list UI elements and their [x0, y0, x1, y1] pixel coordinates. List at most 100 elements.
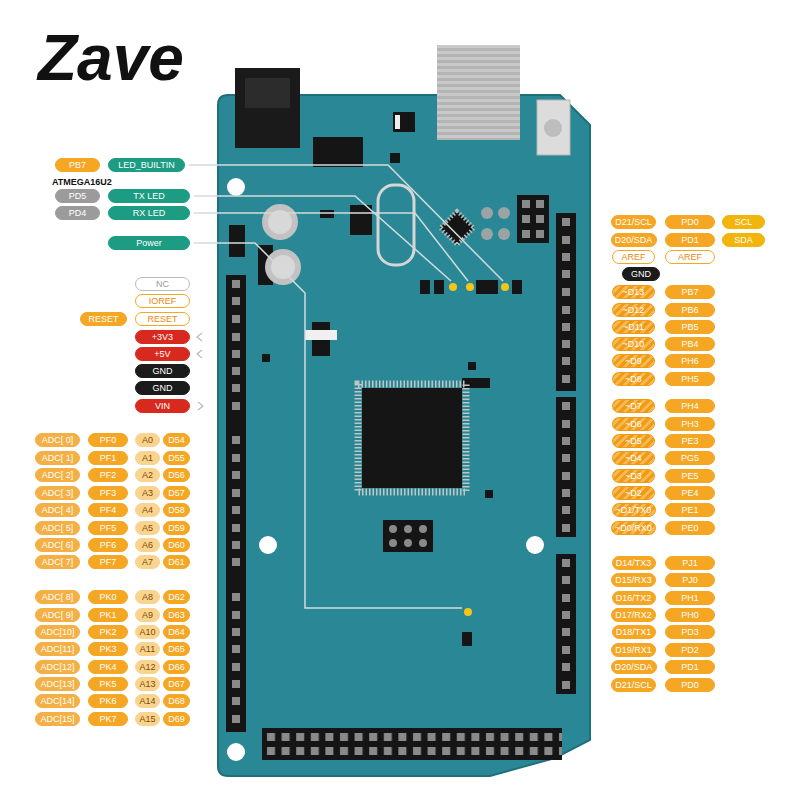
pin-label: PF5 — [88, 521, 128, 535]
pin-headers — [562, 628, 570, 636]
capacitors — [262, 204, 301, 285]
pin-label: A7 — [135, 555, 160, 569]
pin-text: D69 — [168, 713, 185, 725]
status-leds — [449, 283, 509, 616]
pin-text: PD3 — [681, 626, 699, 638]
pin-text: ADC[11] — [41, 643, 74, 655]
pin-label: D59 — [163, 521, 190, 535]
capacitors — [265, 249, 301, 285]
chip-label: ATMEGA16U2 — [52, 176, 112, 188]
pin-label: D64 — [163, 625, 190, 639]
pin-text: D20/SDA — [615, 661, 653, 673]
reset-button — [537, 100, 570, 155]
mounting-holes — [227, 743, 245, 761]
pin-text: PD5 — [69, 190, 87, 202]
smd-parts — [434, 280, 444, 294]
pin-text: PH5 — [681, 373, 699, 385]
pin-text: ADC[ 2] — [42, 469, 74, 481]
capacitors — [271, 255, 295, 279]
pin-headers — [562, 218, 570, 226]
pin-label: PB5 — [665, 320, 715, 334]
pin-label: D16/TX2 — [612, 591, 656, 605]
smd-parts — [229, 225, 245, 257]
pin-text: GND — [153, 382, 173, 394]
usb-connector — [437, 45, 520, 140]
pin-label: PK6 — [88, 694, 128, 708]
pin-label: ADC[ 4] — [35, 503, 80, 517]
pin-text: PK4 — [99, 661, 116, 673]
smd-parts — [320, 210, 334, 218]
pin-label: ADC[10] — [35, 625, 80, 639]
pin-label: ~D9 — [612, 354, 655, 368]
leader-lines — [194, 213, 468, 281]
pin-label: D65 — [163, 642, 190, 656]
pin-text: D19/RX1 — [615, 644, 652, 656]
pin-text: ADC[12] — [40, 661, 74, 673]
pin-label: D19/RX1 — [611, 643, 656, 657]
pin-label: ~D10 — [612, 337, 655, 351]
pin-text: D16/TX2 — [616, 592, 652, 604]
pin-text: D20/SDA — [615, 234, 653, 246]
pin-text: A11 — [140, 643, 155, 655]
pin-headers — [562, 375, 570, 383]
pin-text: D67 — [168, 678, 185, 690]
pin-text: PB7 — [69, 159, 86, 171]
pin-headers — [562, 524, 570, 532]
pin-text: ~D9 — [625, 355, 642, 367]
pin-label: A14 — [135, 694, 160, 708]
pin-label: D57 — [163, 486, 190, 500]
pin-label: D60 — [163, 538, 190, 552]
pin-headers — [232, 506, 240, 514]
pin-label: A10 — [135, 625, 160, 639]
pin-label: ~D7 — [612, 399, 655, 413]
pin-label: A12 — [135, 660, 160, 674]
pin-label: ADC[11] — [35, 642, 80, 656]
pin-headers — [562, 236, 570, 244]
pin-label: D61 — [163, 555, 190, 569]
pin-text: PD1 — [681, 661, 699, 673]
pin-label: D67 — [163, 677, 190, 691]
smd-parts — [468, 362, 476, 370]
pin-label: ADC[ 6] — [35, 538, 80, 552]
pin-label: PJ0 — [665, 573, 715, 587]
dc-jack — [245, 78, 290, 108]
pin-headers — [562, 506, 570, 514]
smd-parts — [395, 115, 400, 129]
smd-parts — [390, 153, 400, 163]
pin-label: PK7 — [88, 712, 128, 726]
vias — [481, 207, 493, 219]
pin-label: PB4 — [665, 337, 715, 351]
pin-text: D61 — [168, 556, 185, 568]
pin-label: ADC[15] — [35, 712, 80, 726]
pin-label: PD3 — [665, 625, 715, 639]
reset-button — [537, 100, 570, 155]
smd-parts — [305, 330, 337, 340]
pin-text: ADC[13] — [40, 678, 74, 690]
pin-label: D17/RX2 — [611, 608, 656, 622]
icsp-header — [536, 215, 544, 223]
pin-headers — [262, 728, 562, 760]
pin-label: PD0 — [665, 215, 715, 229]
pin-label: TX LED — [108, 189, 190, 203]
usb-chip — [440, 211, 474, 245]
pin-label: D21/SCL — [611, 678, 656, 692]
icsp-header — [522, 230, 530, 238]
pin-label: PB7 — [55, 158, 100, 172]
pin-text: PK3 — [99, 643, 116, 655]
pin-text: ADC[ 1] — [42, 452, 74, 464]
pin-label: ADC[14] — [35, 694, 80, 708]
pin-headers — [226, 213, 576, 760]
pin-text: D62 — [168, 591, 185, 603]
pin-headers — [232, 218, 570, 723]
pin-label: AREF — [612, 250, 655, 264]
pin-headers — [232, 541, 240, 549]
pin-label: ~D12 — [612, 303, 655, 317]
pin-headers — [232, 593, 240, 601]
pin-text: ~D4 — [625, 452, 642, 464]
pin-text: PK0 — [99, 591, 116, 603]
icsp-header — [404, 539, 412, 547]
icsp-header — [389, 539, 397, 547]
status-leds — [464, 608, 472, 616]
pin-text: ADC[ 3] — [42, 487, 74, 499]
pin-text: ADC[ 4] — [42, 504, 74, 516]
